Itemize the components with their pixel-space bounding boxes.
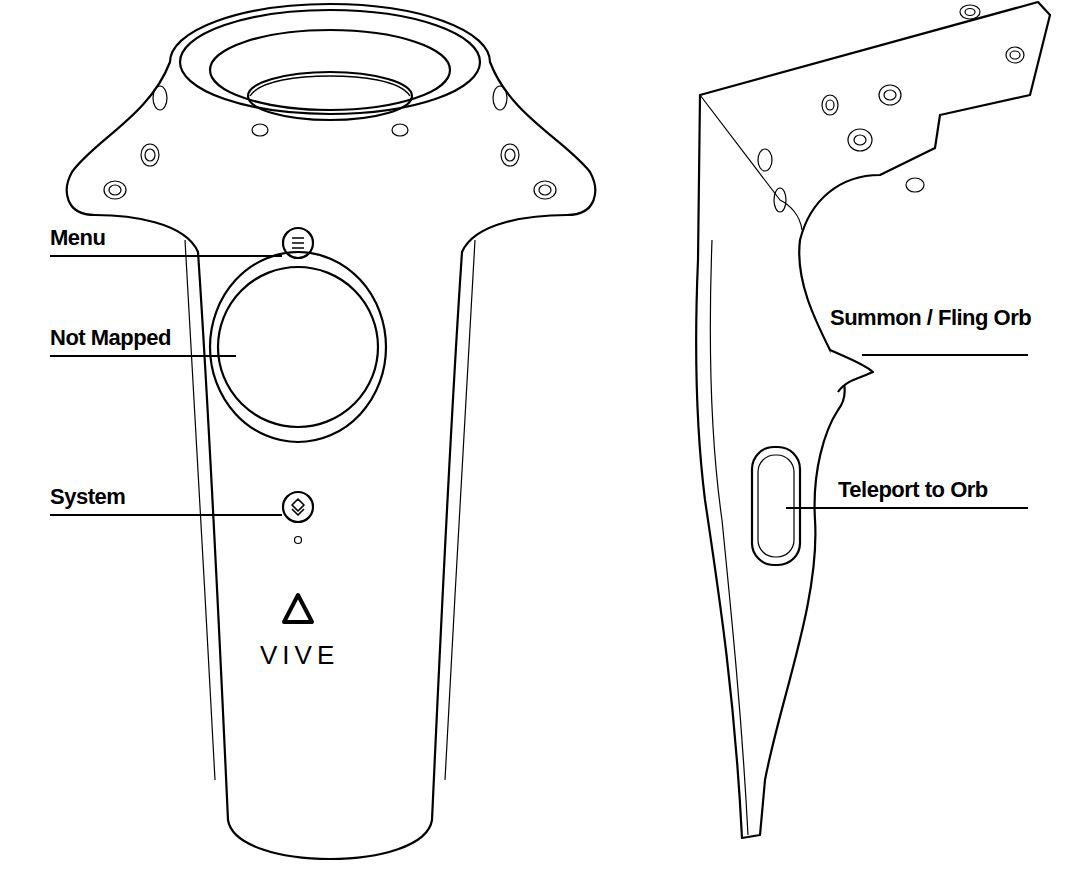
trackpad [218, 267, 378, 427]
sensors [758, 5, 1024, 212]
controller-side [696, 2, 1050, 838]
side-edge [710, 240, 748, 835]
part-label: Not Mapped [50, 325, 171, 351]
grip-button [752, 447, 800, 565]
leader-line [50, 255, 282, 257]
body-edge [445, 240, 475, 780]
tracking-ring [180, 10, 480, 114]
leader-line [786, 507, 1028, 509]
trackpad-rim [210, 252, 386, 442]
vive-logo [284, 595, 312, 622]
system-button [283, 492, 313, 522]
ring-inner [250, 76, 410, 96]
controller-body [67, 4, 595, 859]
part-label: Teleport to Orb [838, 477, 988, 503]
leader-line [50, 514, 282, 516]
body-edge [185, 240, 215, 780]
part-label: System [50, 484, 125, 510]
leader-line [862, 354, 1028, 356]
side-edge [700, 95, 802, 230]
grip-button-inner [758, 455, 794, 557]
sensors [104, 86, 556, 199]
trigger [830, 350, 873, 392]
brand-text: VIVE [260, 640, 339, 670]
system-icon [292, 499, 304, 515]
tracking-ring [210, 30, 450, 110]
part-label: Summon / Fling Orb [830, 305, 1031, 331]
leader-line [50, 355, 236, 357]
menu-icon [292, 238, 304, 248]
status-light [295, 537, 302, 544]
tracking-ring [248, 72, 412, 120]
part-label: Menu [50, 225, 105, 251]
